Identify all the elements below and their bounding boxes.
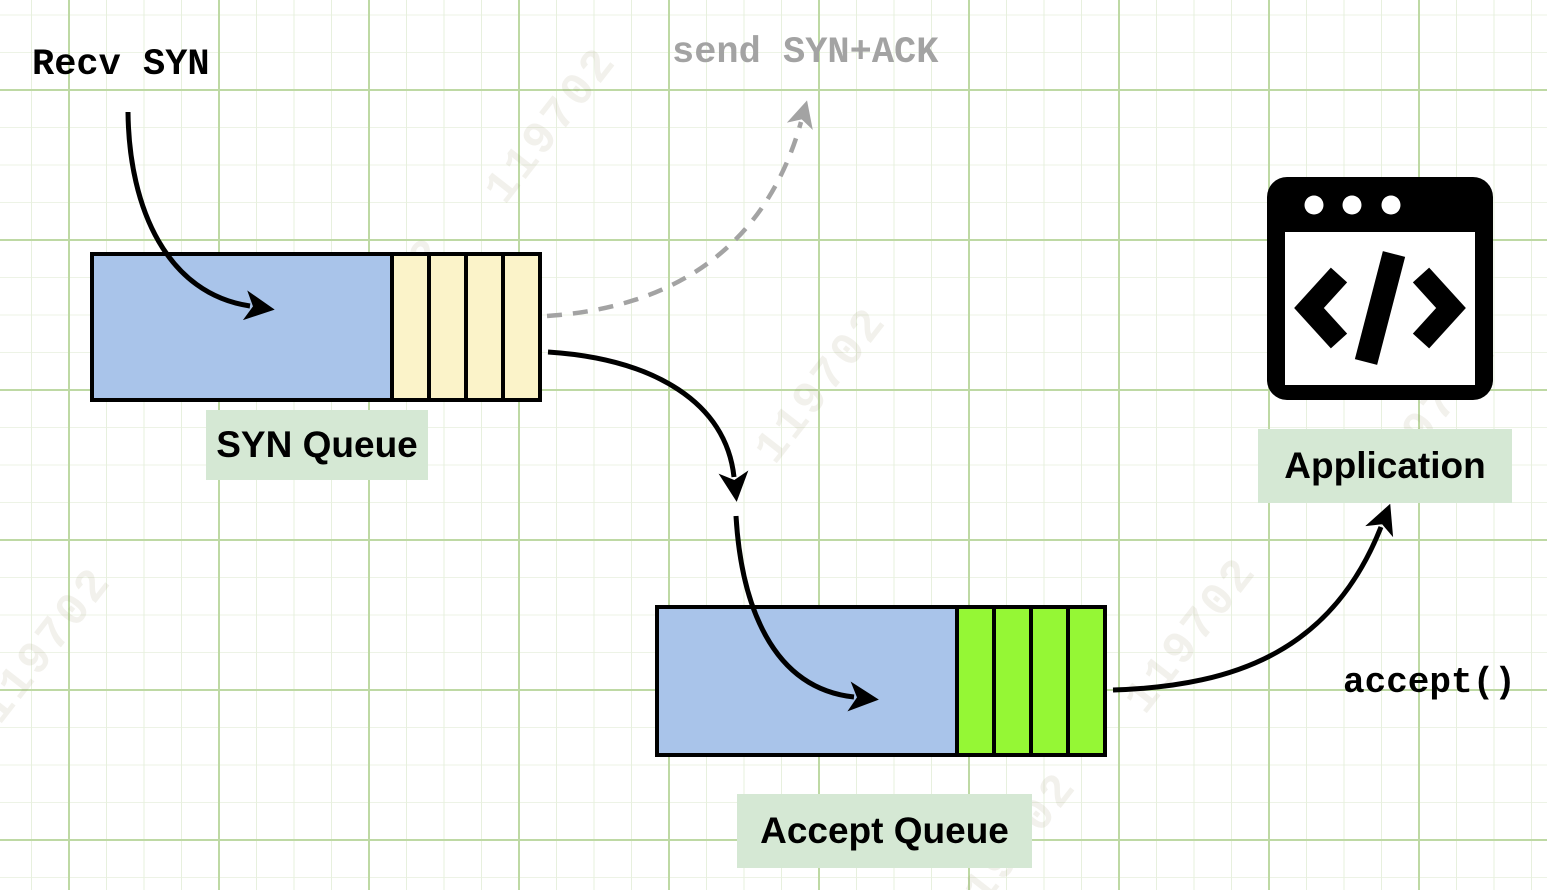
accept-to-application-arrow — [1112, 503, 1394, 693]
syn-queue-slot — [427, 256, 464, 398]
accept-queue-slot — [1066, 609, 1103, 753]
syn-to-accept-arrow-upper — [547, 349, 749, 502]
watermark-text: 119702 — [0, 557, 124, 735]
accept-call-annotation: accept() — [1343, 662, 1516, 703]
syn-queue-slot — [464, 256, 501, 398]
send-syn-ack-annotation: send SYN+ACK — [672, 32, 939, 74]
syn-queue-buffer — [94, 256, 390, 398]
application-label: Application — [1258, 429, 1512, 503]
syn-queue-box — [90, 252, 542, 402]
accept-queue-slot — [1029, 609, 1066, 753]
recv-syn-annotation: Recv SYN — [32, 44, 210, 86]
syn-queue-slot — [501, 256, 538, 398]
syn-queue-label: SYN Queue — [206, 410, 428, 480]
send-syn-ack-dashed-arrow — [546, 100, 813, 319]
watermark-text: 119702 — [1114, 547, 1269, 725]
syn-queue-slot — [390, 256, 427, 398]
accept-queue-slot — [992, 609, 1029, 753]
watermark-text: 119702 — [474, 37, 629, 215]
accept-queue-slot — [955, 609, 992, 753]
accept-queue-box — [655, 605, 1107, 757]
accept-queue-buffer — [659, 609, 955, 753]
application-window-icon — [1267, 177, 1493, 400]
accept-queue-label: Accept Queue — [737, 794, 1032, 868]
watermark-text: 119702 — [744, 297, 899, 475]
